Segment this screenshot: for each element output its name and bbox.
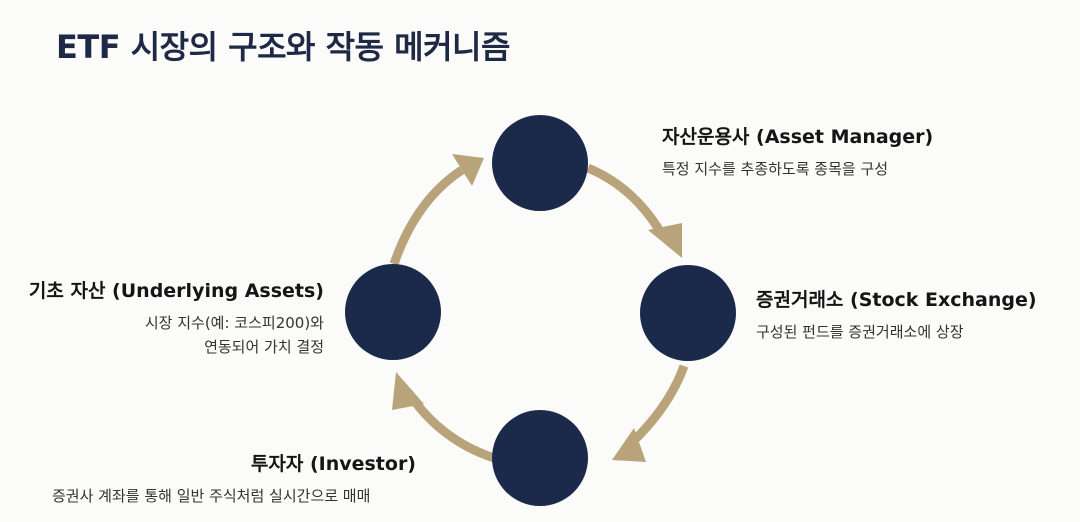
stock-exchange-description: 구성된 펀드를 증권거래소에 상장 [756,323,964,341]
underlying-assets-description-line1: 시장 지수(예: 코스피200)와 [144,314,324,332]
label-stock-exchange: 증권거래소 (Stock Exchange) 구성된 펀드를 증권거래소에 상장 [756,285,1037,344]
node-underlying-assets [345,264,441,360]
investor-heading: 투자자 (Investor) [250,453,416,475]
page-title: ETF 시장의 구조와 작동 메커니즘 [56,28,510,66]
stock-exchange-heading: 증권거래소 (Stock Exchange) [756,289,1037,311]
arrowhead-manager-to-exchange [648,223,682,258]
arrowhead-exchange-to-investor [612,428,646,462]
arrow-manager-to-exchange [586,163,668,241]
underlying-assets-description: 시장 지수(예: 코스피200)와 연동되어 가치 결정 [29,311,324,359]
arrowhead-underlying-to-manager [452,154,484,186]
investor-description: 증권사 계좌를 통해 일반 주식처럼 실시간으로 매매 [52,487,371,505]
node-stock-exchange [640,265,736,361]
underlying-assets-description-line2: 연동되어 가치 결정 [204,338,324,356]
underlying-assets-heading: 기초 자산 (Underlying Assets) [28,280,324,302]
label-underlying-assets: 기초 자산 (Underlying Assets) 시장 지수(예: 코스피20… [29,276,324,359]
node-investor [492,410,588,506]
label-investor: 투자자 (Investor) 증권사 계좌를 통해 일반 주식처럼 실시간으로 … [52,449,416,508]
asset-manager-description: 특정 지수를 추종하도록 종목을 구성 [662,160,889,178]
arrowhead-investor-to-underlying [392,372,424,410]
arrow-underlying-to-manager [389,166,465,266]
node-asset-manager [492,115,588,211]
label-asset-manager: 자산운용사 (Asset Manager) 특정 지수를 추종하도록 종목을 구… [662,122,933,181]
asset-manager-heading: 자산운용사 (Asset Manager) [662,126,934,148]
